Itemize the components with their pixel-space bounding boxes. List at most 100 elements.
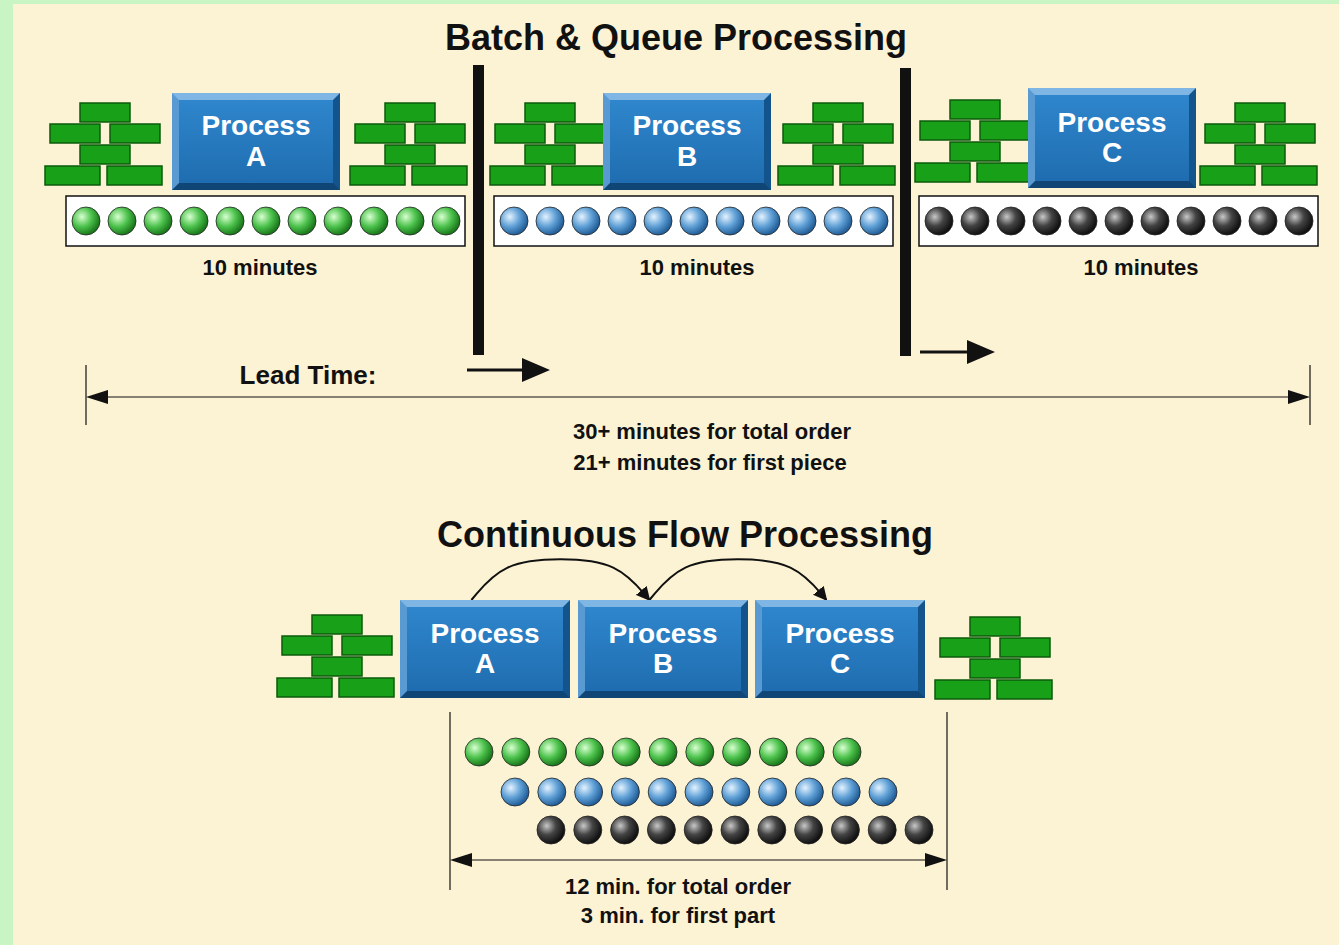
part-ball xyxy=(611,816,639,844)
brick xyxy=(950,100,1000,119)
brick xyxy=(385,145,435,164)
part-ball xyxy=(572,207,600,235)
brick xyxy=(1265,124,1315,143)
part-ball xyxy=(795,816,823,844)
brick xyxy=(555,124,605,143)
brick xyxy=(970,659,1020,678)
dimension-line xyxy=(96,396,1300,397)
brick xyxy=(840,166,895,185)
part-ball xyxy=(536,207,564,235)
process-label: Process B xyxy=(633,111,742,171)
part-ball xyxy=(759,778,787,806)
part-ball xyxy=(538,778,566,806)
brick xyxy=(778,166,833,185)
dimension-tick xyxy=(946,712,947,890)
part-ball xyxy=(684,816,712,844)
part-ball xyxy=(252,207,280,235)
part-ball xyxy=(905,816,933,844)
part-ball xyxy=(537,816,565,844)
duration-label: 10 minutes xyxy=(640,255,755,281)
brick xyxy=(80,103,130,122)
brick xyxy=(977,163,1032,182)
brick xyxy=(45,166,100,185)
brick xyxy=(385,103,435,122)
diagram-title: Batch & Queue Processing xyxy=(445,17,907,59)
part-ball xyxy=(722,778,750,806)
dimension-tick xyxy=(449,712,450,890)
part-ball xyxy=(752,207,780,235)
part-ball xyxy=(108,207,136,235)
brick xyxy=(277,678,332,697)
brick-wall xyxy=(935,617,1052,699)
arrow-head xyxy=(925,853,947,867)
part-ball xyxy=(869,778,897,806)
part-ball xyxy=(686,738,714,766)
duration-label: 10 minutes xyxy=(203,255,318,281)
dimension-tick xyxy=(1309,365,1310,425)
part-ball xyxy=(680,207,708,235)
part-ball xyxy=(796,738,824,766)
part-ball xyxy=(723,738,751,766)
brick xyxy=(997,680,1052,699)
dimension-label: Lead Time: xyxy=(240,360,377,391)
process-box: Process C xyxy=(1028,88,1196,188)
part-ball xyxy=(685,778,713,806)
process-label: Process A xyxy=(202,111,311,171)
batch-tray xyxy=(919,196,1318,246)
part-ball xyxy=(1141,207,1169,235)
part-ball xyxy=(759,738,787,766)
lead-time-note: 30+ minutes for total order xyxy=(573,419,851,445)
part-ball xyxy=(1213,207,1241,235)
part-ball xyxy=(500,207,528,235)
part-ball xyxy=(833,738,861,766)
process-box: Process B xyxy=(578,600,748,698)
part-ball xyxy=(502,738,530,766)
brick xyxy=(552,166,607,185)
part-ball xyxy=(648,778,676,806)
brick xyxy=(1262,166,1317,185)
batch-barrier xyxy=(473,65,484,355)
arrow-head xyxy=(86,390,108,404)
part-ball xyxy=(1033,207,1061,235)
brick xyxy=(495,124,545,143)
lead-time-note: 21+ minutes for first piece xyxy=(573,450,846,476)
brick xyxy=(1235,145,1285,164)
brick xyxy=(1000,638,1050,657)
part-ball xyxy=(649,738,677,766)
part-ball xyxy=(961,207,989,235)
brick xyxy=(1235,103,1285,122)
part-ball xyxy=(324,207,352,235)
brick-wall xyxy=(490,103,607,185)
brick xyxy=(50,124,100,143)
edge-strip xyxy=(0,0,13,945)
flow-arrow xyxy=(471,559,649,600)
process-box: Process C xyxy=(755,600,925,698)
batch-barrier xyxy=(900,68,911,356)
brick xyxy=(350,166,405,185)
brick xyxy=(813,145,863,164)
part-ball xyxy=(1105,207,1133,235)
part-ball xyxy=(1069,207,1097,235)
brick-wall xyxy=(277,615,394,697)
part-ball xyxy=(465,738,493,766)
brick xyxy=(950,142,1000,161)
batch-tray xyxy=(66,196,465,246)
brick xyxy=(783,124,833,143)
part-ball xyxy=(539,738,567,766)
lead-time-note: 12 min. for total order xyxy=(565,874,791,900)
arrow-head xyxy=(522,358,550,382)
brick xyxy=(813,103,863,122)
part-ball xyxy=(860,207,888,235)
brick xyxy=(339,678,394,697)
brick xyxy=(920,121,970,140)
brick-wall xyxy=(350,103,467,185)
part-ball xyxy=(644,207,672,235)
part-ball xyxy=(575,778,603,806)
brick xyxy=(80,145,130,164)
part-ball xyxy=(575,738,603,766)
flow-arrow xyxy=(649,559,826,600)
brick xyxy=(312,615,362,634)
brick xyxy=(1205,124,1255,143)
brick xyxy=(915,163,970,182)
